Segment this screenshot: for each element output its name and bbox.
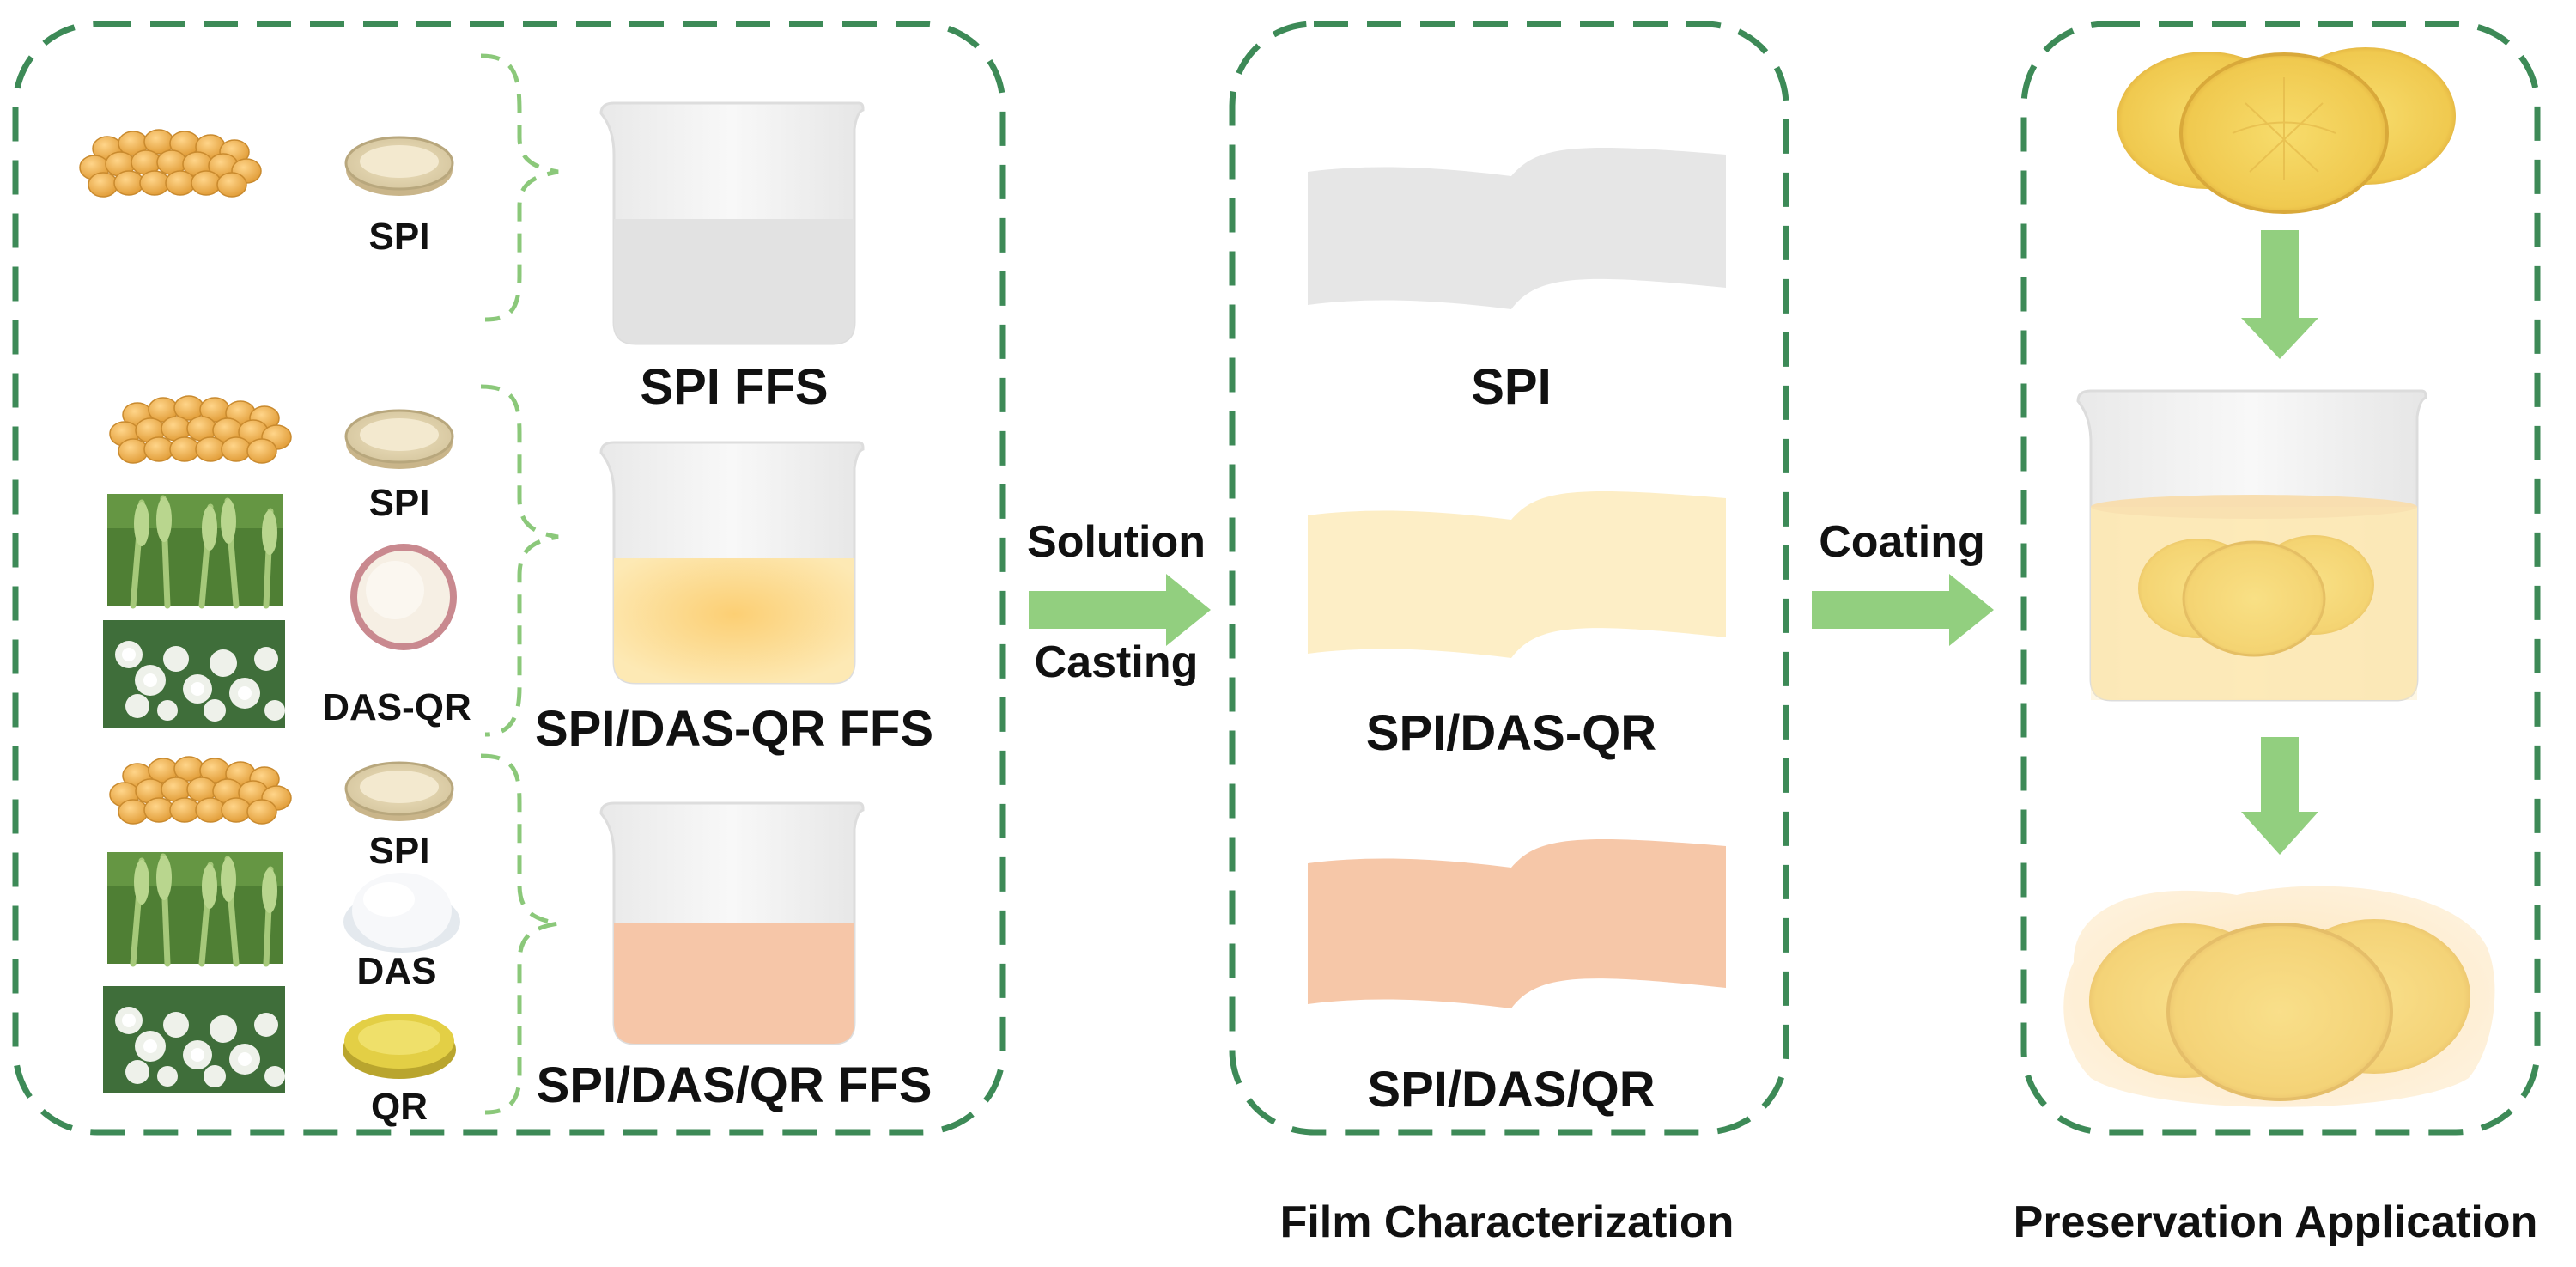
soybean-icon	[79, 129, 262, 198]
right-arrow-icon	[1812, 574, 1994, 646]
potato-slices-icon	[2138, 535, 2374, 657]
yellow-powder-dish-icon	[343, 1014, 456, 1079]
casting-label: Casting	[1035, 637, 1199, 687]
group3-das-label: DAS	[357, 950, 437, 992]
right-arrow-icon	[1029, 574, 1211, 646]
wheat-photo-icon	[107, 852, 283, 967]
film-spi-das-slash-qr-label: SPI/DAS/QR	[1367, 1062, 1655, 1118]
films-frame	[1229, 21, 1789, 1136]
down-arrow-icon	[2241, 737, 2318, 855]
film-strip-icon	[1308, 839, 1726, 1008]
group3-qr-label: QR	[371, 1086, 428, 1128]
petri-dish-icon	[344, 136, 454, 196]
group1-spi-label: SPI	[369, 216, 430, 258]
flower-photo-icon	[103, 620, 285, 728]
spi-das-slash-qr-ffs-label: SPI/DAS/QR FFS	[537, 1057, 933, 1113]
film-strip-icon	[1308, 491, 1726, 658]
powder-pile-icon	[343, 873, 460, 953]
group2-das-qr-label: DAS-QR	[322, 686, 471, 728]
soybean-icon	[109, 395, 292, 464]
preservation-application-caption: Preservation Application	[2014, 1197, 2538, 1247]
petri-dish-icon	[344, 761, 454, 821]
potato-slices-icon	[2117, 47, 2456, 214]
film-spi-label: SPI	[1471, 359, 1552, 415]
beaker-icon	[599, 801, 865, 1045]
application-frame	[2020, 21, 2541, 1136]
down-arrow-icon	[2241, 230, 2318, 359]
flower-photo-icon	[103, 986, 285, 1093]
powder-bowl-icon	[350, 544, 457, 650]
group2-spi-label: SPI	[369, 482, 430, 524]
beaker-icon	[2076, 389, 2427, 702]
film-characterization-caption: Film Characterization	[1280, 1197, 1735, 1247]
brace-group-2	[480, 384, 559, 737]
beaker-icon	[599, 101, 865, 345]
soybean-icon	[109, 756, 292, 825]
group3-spi-label: SPI	[369, 830, 430, 872]
coating-label: Coating	[1819, 517, 1985, 567]
petri-dish-icon	[344, 409, 454, 469]
wheat-photo-icon	[107, 494, 283, 609]
brace-group-1	[480, 53, 559, 322]
film-strip-icon	[1308, 148, 1726, 309]
brace-group-3	[480, 753, 559, 1115]
coated-potato-slices-icon	[2063, 886, 2495, 1107]
beaker-icon	[599, 441, 865, 685]
film-spi-das-qr-label: SPI/DAS-QR	[1366, 705, 1656, 761]
spi-das-qr-ffs-label: SPI/DAS-QR FFS	[535, 701, 933, 757]
solution-label: Solution	[1027, 517, 1206, 567]
spi-ffs-label: SPI FFS	[640, 359, 828, 415]
